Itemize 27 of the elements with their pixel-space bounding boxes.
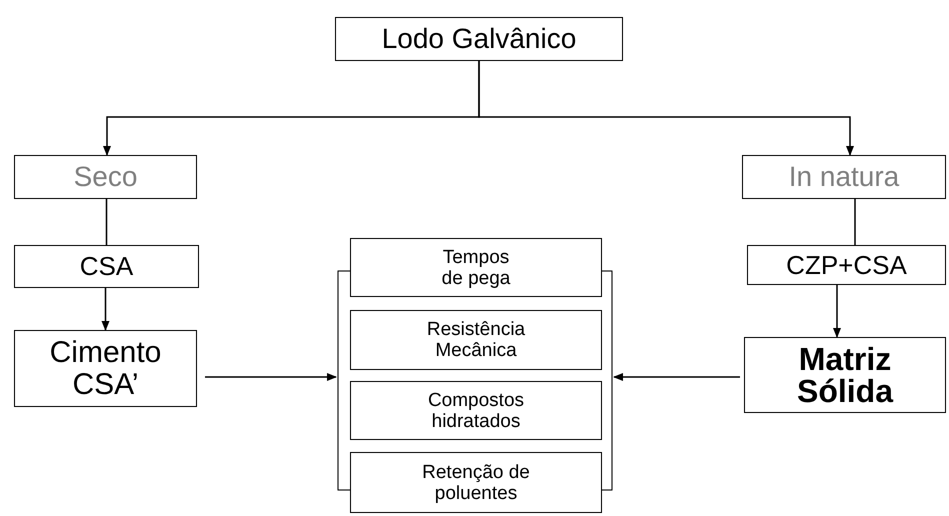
arrow	[833, 285, 841, 338]
arrow	[478, 61, 854, 156]
arrow	[205, 373, 337, 381]
process-box	[742, 155, 946, 199]
process-box	[335, 17, 623, 61]
node-label: Resistência Mecânica	[426, 319, 526, 361]
arrow	[613, 373, 740, 381]
result-box	[350, 238, 602, 297]
process-box	[14, 155, 197, 199]
result-box	[350, 381, 602, 440]
node-label: Cimento CSA’	[48, 336, 162, 400]
node-label: Seco	[72, 160, 138, 194]
process-box	[747, 245, 946, 285]
node-label: CZP+CSA	[785, 248, 908, 282]
node-label: Matriz Sólida	[796, 343, 894, 407]
arrow	[102, 288, 110, 331]
node-label: Retenção de poluentes	[421, 462, 531, 504]
node-label: Tempos de pega	[440, 246, 512, 288]
node-label: Lodo Galvânico	[380, 22, 578, 56]
process-box	[744, 337, 946, 413]
process-box	[14, 330, 197, 407]
node-label: Compostos hidratados	[426, 390, 526, 432]
result-box	[350, 452, 602, 513]
node-label: In natura	[788, 160, 900, 194]
process-box	[14, 245, 199, 288]
node-label: CSA	[78, 250, 134, 283]
result-box	[350, 310, 602, 370]
